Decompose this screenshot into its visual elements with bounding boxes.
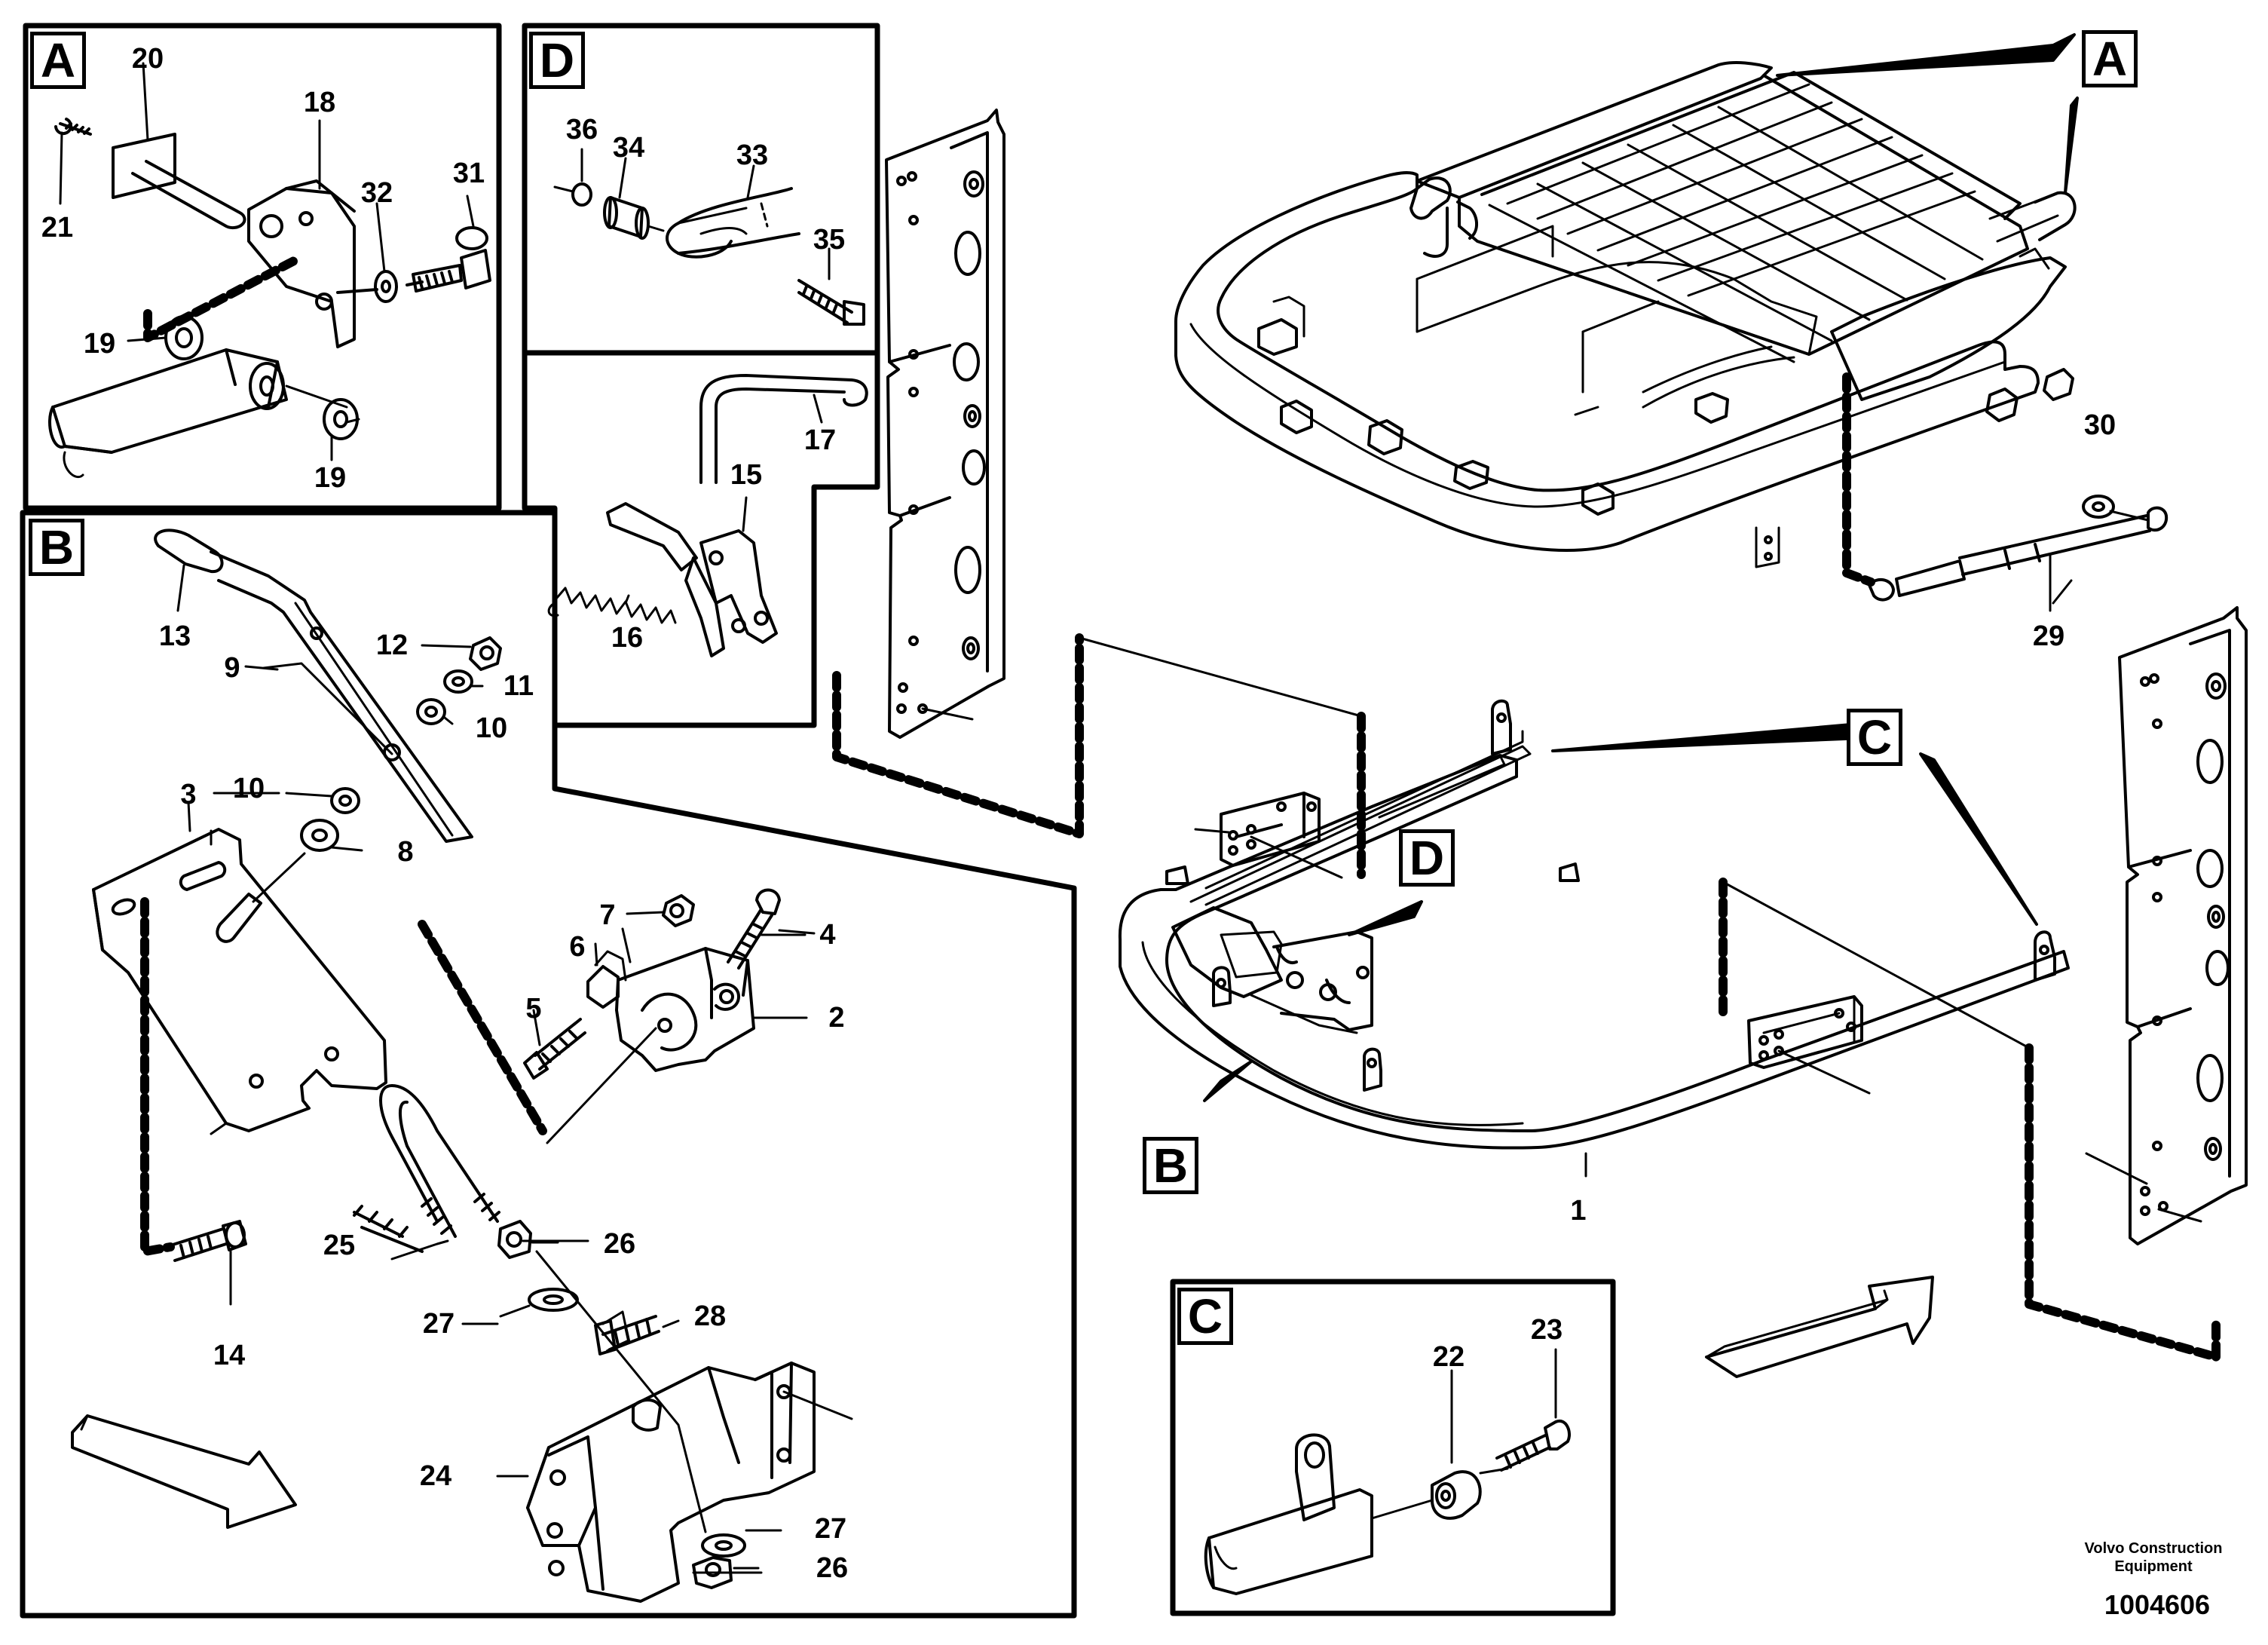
part-number-3: 3 bbox=[180, 779, 197, 810]
panel-a-drawing bbox=[48, 62, 491, 478]
part-number-32: 32 bbox=[360, 177, 393, 209]
seat-frame-assembly bbox=[1174, 33, 2169, 612]
part-number-9: 9 bbox=[224, 652, 240, 684]
part-number-30: 30 bbox=[2083, 409, 2116, 441]
panel-b-drawing bbox=[71, 528, 853, 1603]
brand-line-1: Volvo Construction bbox=[2084, 1540, 2223, 1557]
panel-tag-a: A bbox=[30, 32, 86, 89]
brand-line-2: Equipment bbox=[2114, 1558, 2193, 1575]
part-number-8: 8 bbox=[397, 836, 414, 868]
panel-tag-d: D bbox=[529, 32, 585, 89]
panel-frames bbox=[20, 23, 1616, 1619]
part-number-33: 33 bbox=[736, 139, 769, 171]
part-number-31: 31 bbox=[452, 158, 485, 189]
part-number-21: 21 bbox=[41, 212, 74, 244]
part-number-23: 23 bbox=[1530, 1314, 1563, 1346]
part-number-16: 16 bbox=[611, 622, 644, 654]
part-number-20: 20 bbox=[131, 43, 164, 75]
panel-tag-c: C bbox=[1177, 1288, 1233, 1345]
callout-tag-c: C bbox=[1847, 709, 1902, 766]
panel-c-frame bbox=[1170, 1279, 1616, 1616]
panel-tag-b: B bbox=[29, 519, 84, 576]
part-number-13: 13 bbox=[158, 620, 191, 652]
part-number-1: 1 bbox=[1570, 1195, 1587, 1227]
part-number-12: 12 bbox=[375, 630, 409, 661]
part-number-26-top: 26 bbox=[603, 1228, 636, 1260]
part-number-2: 2 bbox=[828, 1002, 845, 1034]
callout-tag-a: A bbox=[2082, 30, 2138, 87]
panel-a-frame bbox=[23, 23, 502, 511]
direction-arrow bbox=[1705, 1276, 1934, 1378]
part-number-27-top: 27 bbox=[422, 1308, 455, 1340]
part-number-6: 6 bbox=[569, 931, 586, 963]
part-number-10-left: 10 bbox=[232, 773, 265, 804]
part-number-28: 28 bbox=[693, 1300, 727, 1332]
callout-tag-d: D bbox=[1399, 829, 1455, 887]
panel-c-drawing bbox=[1204, 1348, 1571, 1595]
part-number-4: 4 bbox=[819, 919, 836, 951]
part-number-35: 35 bbox=[813, 224, 846, 256]
part-number-11: 11 bbox=[503, 670, 534, 702]
part-number-15: 15 bbox=[730, 459, 763, 491]
panel-b-frame bbox=[20, 510, 1077, 1619]
callout-tag-b: B bbox=[1143, 1137, 1198, 1194]
part-number-18: 18 bbox=[303, 87, 336, 118]
part-number-19-bottom: 19 bbox=[314, 462, 347, 494]
part-number-7: 7 bbox=[599, 899, 616, 931]
brand-caption: Volvo Construction Equipment bbox=[2067, 1539, 2240, 1576]
part-number-24: 24 bbox=[419, 1460, 452, 1492]
part-number-36: 36 bbox=[565, 114, 598, 146]
panel-d-lower-frame bbox=[522, 350, 880, 728]
part-number-25: 25 bbox=[323, 1230, 356, 1261]
part-number-26-bottom: 26 bbox=[816, 1552, 849, 1584]
part-number-17: 17 bbox=[803, 424, 837, 456]
part-number-5: 5 bbox=[525, 993, 542, 1025]
base-frame-assembly bbox=[1118, 699, 2221, 1362]
leader-lines bbox=[210, 579, 2073, 1574]
part-number-22: 22 bbox=[1432, 1341, 1465, 1373]
drawing-number: 1004606 bbox=[2104, 1589, 2211, 1620]
part-number-29: 29 bbox=[2032, 620, 2065, 652]
side-strip-left bbox=[832, 109, 1366, 879]
part-number-14: 14 bbox=[213, 1340, 246, 1371]
panel-d-drawing bbox=[547, 148, 868, 657]
side-strip-right bbox=[2085, 606, 2248, 1245]
part-number-34: 34 bbox=[612, 132, 645, 164]
part-number-10-right: 10 bbox=[475, 712, 508, 744]
part-number-19-left: 19 bbox=[83, 328, 116, 360]
part-number-27-bottom: 27 bbox=[814, 1513, 847, 1545]
